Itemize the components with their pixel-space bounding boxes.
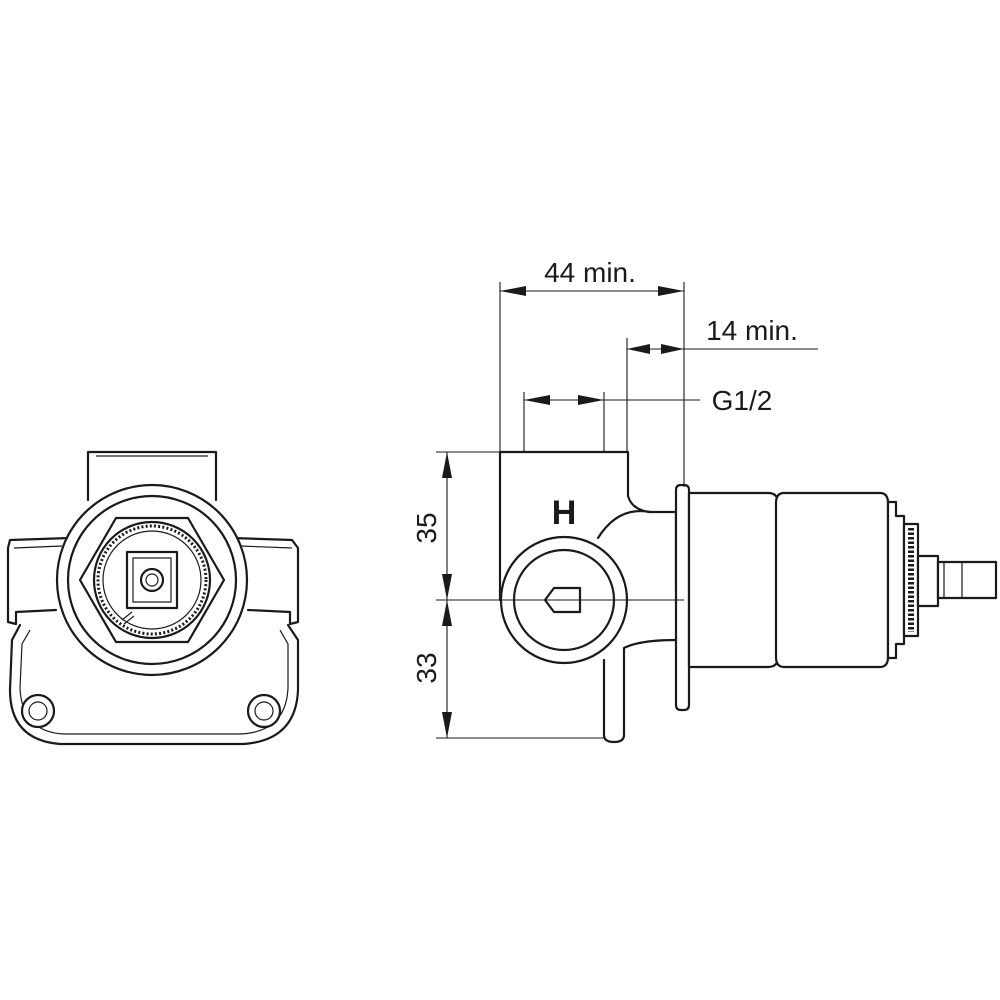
dimension-width-min-label: 44 min. [544, 257, 636, 288]
dimension-height-upper: 35 [411, 452, 452, 600]
dimension-width-min: 44 min. [500, 257, 684, 296]
dimension-thread: G1/2 [524, 385, 772, 416]
dimension-height-upper-label: 35 [411, 512, 442, 543]
square-spindle [125, 550, 179, 610]
flange [674, 483, 691, 712]
stem [936, 560, 998, 600]
mounting-hole-right [246, 693, 282, 729]
front-right-wing [230, 536, 300, 626]
lower-tail [602, 638, 678, 744]
dimension-height-lower-label: 33 [411, 652, 442, 683]
dimension-depth-min-label: 14 min. [706, 315, 798, 346]
side-view: H [498, 450, 998, 744]
hot-marking: H [552, 494, 577, 532]
hex-nut [78, 516, 226, 644]
cartridge-section-2 [774, 491, 890, 669]
thread-ring [92, 520, 212, 640]
connector-curve [596, 510, 652, 540]
stem-base [916, 554, 940, 608]
spindle-center-hole [139, 567, 165, 593]
front-top-tab [86, 450, 218, 502]
dimension-height-lower: 33 [411, 600, 452, 738]
cartridge-cap [886, 500, 906, 660]
mounting-hole-left [20, 693, 56, 729]
dimensions: 44 min. 14 min. G1/2 35 [411, 257, 818, 739]
front-left-wing [6, 536, 72, 626]
body-inner-ring [66, 494, 238, 666]
front-view [6, 450, 300, 746]
front-mounting-plate [8, 623, 300, 746]
dimension-depth-min: 14 min. [627, 315, 818, 354]
dimension-thread-label: G1/2 [712, 385, 773, 416]
cartridge-section-1 [687, 491, 780, 669]
